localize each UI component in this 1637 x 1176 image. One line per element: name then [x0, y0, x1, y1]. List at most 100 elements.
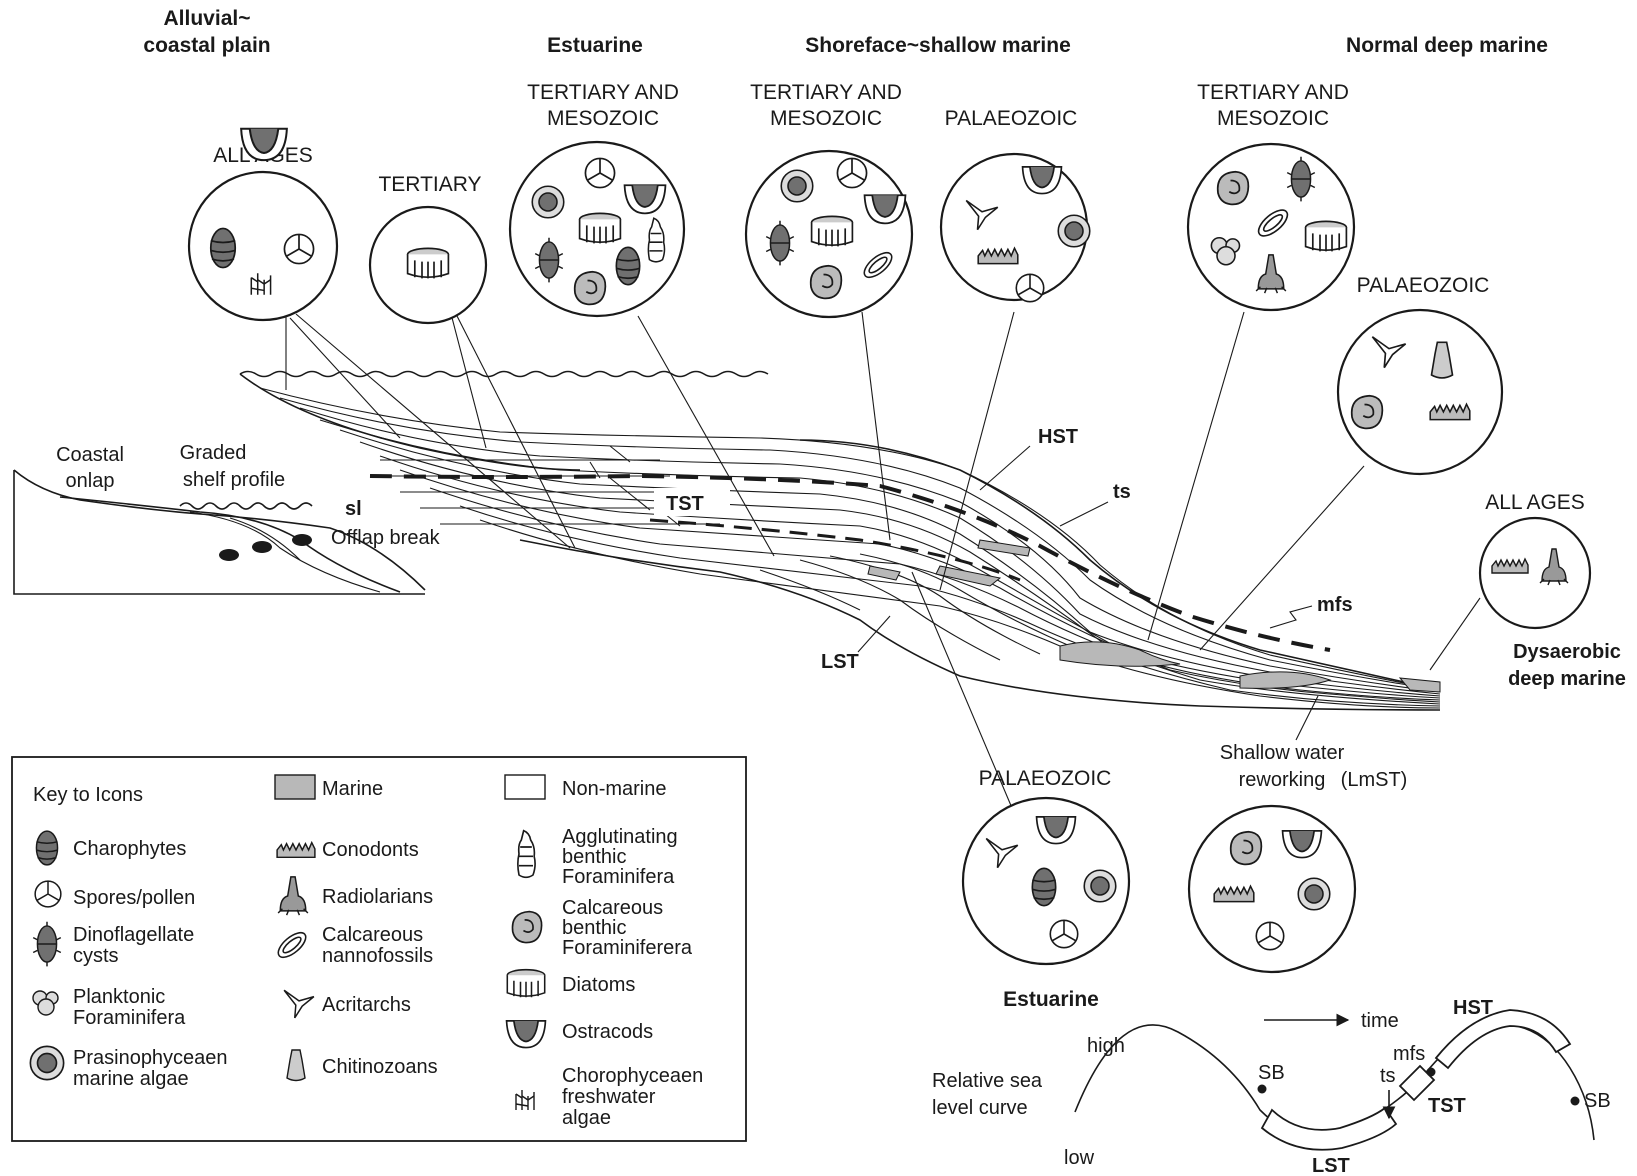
key-chitinozoans: Chitinozoans: [322, 1056, 438, 1078]
spore-pollen-icon: [1016, 274, 1043, 301]
offlap-break-label: Offlap break: [331, 527, 441, 549]
curve-high-label: high: [1087, 1035, 1125, 1057]
key-conodonts: Conodonts: [322, 839, 419, 861]
time-label: time: [1361, 1010, 1399, 1032]
ts-section-label: ts: [1113, 481, 1131, 503]
curve-tst-label: TST: [1428, 1095, 1466, 1117]
circle-palaeozoic-top-title: PALAEOZOIC: [945, 107, 1078, 130]
icon-key: Key to Icons Marine Non-marine Charophyt…: [12, 757, 746, 1141]
header-estuarine: Estuarine: [547, 34, 643, 57]
curve-low-label: low: [1064, 1147, 1095, 1169]
key-choro-3: algae: [562, 1107, 611, 1129]
curve-sb-left-label: SB: [1258, 1062, 1285, 1084]
key-plank-1: Planktonic: [73, 986, 165, 1008]
spore-pollen-icon: [837, 158, 866, 187]
coastal-onlap-label-2: onlap: [66, 470, 115, 492]
key-non-marine: Non-marine: [562, 778, 666, 800]
calcareous-benthic-foraminifera-icon: [1231, 832, 1262, 865]
circle-tm3-title-1: TERTIARY AND: [1197, 81, 1349, 104]
circle-tertiary-title: TERTIARY: [378, 173, 481, 196]
key-agglut-2: benthic: [562, 846, 627, 868]
charophyte-icon: [211, 228, 235, 267]
diatom-icon: [812, 216, 853, 246]
circle-tm2-title-1: TERTIARY AND: [750, 81, 902, 104]
key-marine: Marine: [322, 778, 383, 800]
calcareous-benthic-foraminifera-icon: [512, 912, 541, 943]
spore-pollen-icon: [1256, 922, 1283, 949]
circle-all-ages-right-title: ALL AGES: [1485, 491, 1585, 514]
key-calc-1: Calcareous: [562, 897, 663, 919]
dysaerobic-label-1: Dysaerobic: [1513, 641, 1621, 663]
prasinophyceaen-algae-icon: [1058, 215, 1090, 247]
key-dino-1: Dinoflagellate: [73, 924, 194, 946]
prasinophyceaen-algae-icon: [532, 186, 564, 218]
key-choro-1: Chorophyceaen: [562, 1065, 703, 1087]
curve-ts-label: ts: [1380, 1065, 1396, 1087]
curve-hst-label: HST: [1453, 997, 1493, 1019]
key-prasino-1: Prasinophyceaen: [73, 1047, 228, 1069]
circle-palaeozoic-shoreface: [941, 154, 1090, 302]
calcareous-benthic-foraminifera-icon: [575, 272, 606, 305]
curve-lst-label: LST: [1312, 1155, 1350, 1176]
lmst-label: (LmST): [1341, 769, 1408, 791]
circle-shallow-reworking: [1189, 806, 1355, 972]
calcareous-benthic-foraminifera-icon: [811, 266, 842, 299]
key-agglut-1: Agglutinating: [562, 826, 678, 848]
marine-swatch: [275, 775, 315, 799]
sea-level-label: sl: [345, 498, 362, 520]
key-nanno-2: nannofossils: [322, 945, 433, 967]
key-calc-2: benthic: [562, 917, 627, 939]
circle-tertiary-mesozoic-deep: [1188, 144, 1354, 310]
prasinophyceaen-algae-icon: [1084, 870, 1116, 902]
circle-tm1-title-2: MESOZOIC: [547, 107, 659, 130]
circle-palaeozoic-deep: [1338, 310, 1502, 474]
charophyte-icon: [616, 247, 639, 284]
prasinophyceaen-algae-icon: [1298, 878, 1330, 910]
key-spores: Spores/pollen: [73, 887, 195, 909]
spore-pollen-icon: [284, 234, 313, 263]
hst-section-label: HST: [1038, 426, 1078, 448]
key-dino-2: cysts: [73, 945, 119, 967]
shallow-water-label-2: reworking: [1239, 769, 1326, 791]
tst-section-label: TST: [666, 493, 704, 515]
circle-tertiary-mesozoic-estuarine: [510, 142, 684, 316]
lst-section-label: LST: [821, 651, 859, 673]
spore-pollen-icon: [35, 881, 61, 907]
diatom-icon: [408, 248, 449, 278]
key-plank-2: Foraminifera: [73, 1007, 186, 1029]
key-charophytes: Charophytes: [73, 838, 186, 860]
diatom-icon: [580, 213, 621, 243]
circle-palaeozoic-right-title: PALAEOZOIC: [1357, 274, 1490, 297]
spore-pollen-icon: [585, 158, 614, 187]
circle-tertiary: [370, 207, 486, 323]
circle-palaeozoic-bottom-title: PALAEOZOIC: [979, 767, 1112, 790]
header-shoreface: Shoreface~shallow marine: [805, 34, 1071, 57]
circle-tm2-title-2: MESOZOIC: [770, 107, 882, 130]
key-ostracods: Ostracods: [562, 1021, 653, 1043]
circle-tm1-title-1: TERTIARY AND: [527, 81, 679, 104]
mfs-section-label: mfs: [1317, 594, 1353, 616]
header-alluvial-line1: Alluvial~: [164, 7, 251, 30]
key-title: Key to Icons: [33, 784, 143, 806]
circle-tertiary-mesozoic-shoreface: [746, 151, 912, 317]
circle-palaeozoic-estuarine: [963, 798, 1129, 964]
relative-sea-level-label-1: Relative sea: [932, 1070, 1043, 1092]
estuarine-bottom-label: Estuarine: [1003, 988, 1099, 1011]
header-alluvial-line2: coastal plain: [143, 34, 270, 57]
curve-mfs-label: mfs: [1393, 1043, 1425, 1065]
diatom-icon: [507, 970, 544, 998]
dysaerobic-label-2: deep marine: [1508, 668, 1626, 690]
spore-pollen-icon: [1050, 920, 1077, 947]
prasinophyceaen-algae-icon: [781, 170, 813, 202]
calcareous-benthic-foraminifera-icon: [1218, 172, 1249, 205]
key-agglut-3: Foraminifera: [562, 866, 675, 888]
shallow-water-label-1: Shallow water: [1220, 742, 1345, 764]
diatom-icon: [1306, 221, 1347, 251]
charophyte-icon: [36, 831, 57, 865]
circle-tm3-title-2: MESOZOIC: [1217, 107, 1329, 130]
circle-all-ages: [189, 129, 337, 320]
graded-shelf-label-2: shelf profile: [183, 469, 285, 491]
sea-level-curve: [1075, 1010, 1594, 1150]
key-nanno-1: Calcareous: [322, 924, 423, 946]
